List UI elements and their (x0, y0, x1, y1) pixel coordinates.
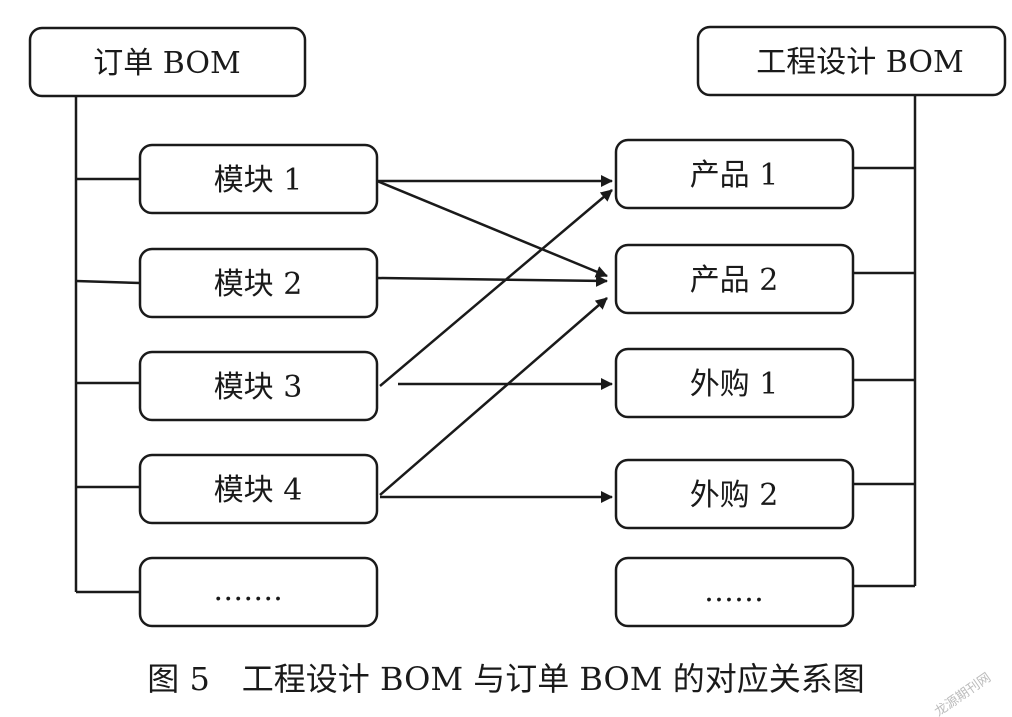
module-label: 模块 2 (214, 267, 303, 302)
arrow-m3-p1 (379, 189, 613, 387)
engineering-bom-label: 工程设计 BOM (756, 45, 963, 80)
arrow-m4-p2 (379, 297, 608, 496)
order-bom-label: 订单 BOM (93, 46, 240, 81)
engineering-bom-root: 工程设计 BOM (696, 25, 1007, 97)
product-label: 产品 2 (690, 263, 779, 298)
mapping-arrows (376, 175, 613, 503)
purchase-box-1: 外购 1 (614, 347, 855, 419)
module-box-more: ……. (138, 556, 379, 628)
module-box-4: 模块 4 (138, 453, 379, 525)
watermark-text: 龙源期刊网 (932, 670, 994, 717)
purchase-label: 外购 2 (690, 478, 779, 513)
module-label: ……. (213, 573, 283, 608)
product-label: 产品 1 (690, 158, 779, 193)
module-label: 模块 1 (214, 163, 303, 198)
arrow-m1-p2 (376, 179, 608, 278)
module-label: 模块 4 (214, 473, 303, 508)
purchase-label: 外购 1 (690, 367, 779, 402)
order-bom-root: 订单 BOM (28, 26, 307, 98)
product-box-1: 产品 1 (614, 138, 855, 210)
module-box-2: 模块 2 (138, 247, 379, 319)
left-tree-lines (74, 96, 141, 594)
module-box-1: 模块 1 (138, 143, 379, 215)
arrow-m2-p2 (376, 274, 608, 287)
purchase-box-2: 外购 2 (614, 458, 855, 530)
product-box-2: 产品 2 (614, 243, 855, 315)
figure-caption: 图 5 工程设计 BOM 与订单 BOM 的对应关系图 (147, 660, 864, 698)
product-box-more: …… (614, 556, 855, 628)
right-tree-lines (853, 95, 917, 588)
module-box-3: 模块 3 (138, 350, 379, 422)
product-label: …… (704, 574, 764, 609)
module-label: 模块 3 (214, 370, 303, 405)
